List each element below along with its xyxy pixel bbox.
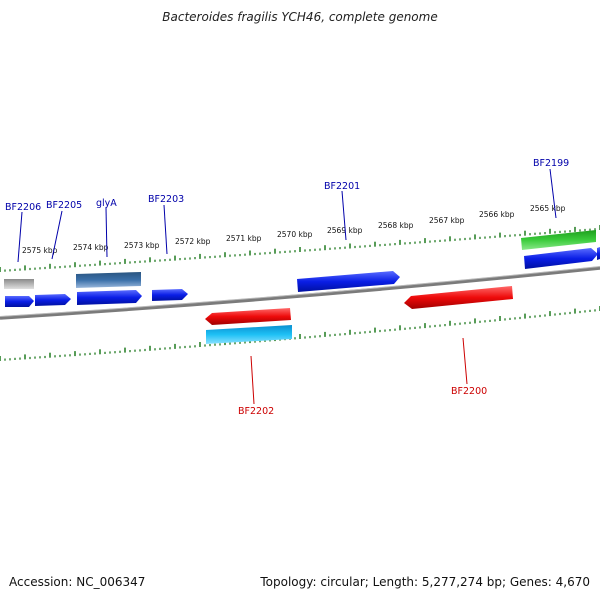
- scale-label-2573: 2573 kbp: [124, 241, 160, 250]
- inner-scale-ticks: [0, 306, 600, 361]
- label-bf2203[interactable]: BF2203: [148, 194, 184, 205]
- genome-backbone-highlight: [0, 266, 600, 317]
- gene-bf2199[interactable]: [524, 248, 598, 269]
- leader-bf2202: [250, 355, 255, 405]
- label-bf2206[interactable]: BF2206: [5, 202, 41, 213]
- label-glyA[interactable]: glyA: [96, 198, 117, 209]
- gene-bf2201[interactable]: [297, 271, 400, 292]
- genome-backbone: [0, 266, 600, 320]
- scale-label-2572: 2572 kbp: [175, 237, 211, 246]
- gene-bf2203[interactable]: [152, 289, 188, 301]
- gene-bf2206[interactable]: [5, 296, 34, 307]
- scale-label-2567: 2567 kbp: [429, 216, 465, 225]
- gene-bf2202[interactable]: [205, 308, 291, 325]
- label-bf2200[interactable]: BF2200: [451, 386, 487, 397]
- outer-scale-ticks: [0, 225, 600, 272]
- scale-labels: 2575 kbp 2574 kbp 2573 kbp 2572 kbp 2571…: [22, 204, 566, 255]
- accession-text: Accession: NC_006347: [9, 575, 146, 589]
- leader-bf2205: [51, 210, 63, 260]
- gene-labels: BF2206 BF2205 glyA BF2203 BF2201 BF2199 …: [5, 158, 569, 417]
- label-bf2201[interactable]: BF2201: [324, 181, 360, 192]
- leader-bf2201: [341, 190, 347, 241]
- gene-bf2199-green[interactable]: [521, 230, 596, 250]
- leader-bf2203: [163, 204, 168, 255]
- scale-label-2575: 2575 kbp: [22, 246, 58, 255]
- label-leaders: [17, 168, 557, 405]
- gene-bf2202-cyan[interactable]: [206, 325, 292, 344]
- reverse-genes: [205, 286, 513, 344]
- gene-bf2205[interactable]: [35, 294, 71, 306]
- gene-glyA[interactable]: [77, 290, 142, 305]
- gene-bf2200[interactable]: [404, 286, 513, 309]
- forward-genes: [4, 230, 600, 307]
- scale-label-2565: 2565 kbp: [530, 204, 566, 213]
- label-bf2199[interactable]: BF2199: [533, 158, 569, 169]
- scale-label-2574: 2574 kbp: [73, 243, 109, 252]
- scale-label-2570: 2570 kbp: [277, 230, 313, 239]
- leader-bf2199: [549, 168, 557, 219]
- map-title: Bacteroides fragilis YCH46, complete gen…: [162, 10, 438, 24]
- scale-label-2566: 2566 kbp: [479, 210, 515, 219]
- scale-label-2571: 2571 kbp: [226, 234, 262, 243]
- label-bf2202[interactable]: BF2202: [238, 406, 274, 417]
- gene-bf2206-grey[interactable]: [4, 279, 34, 289]
- leader-bf2206: [17, 211, 23, 263]
- genome-info-text: Topology: circular; Length: 5,277,274 bp…: [260, 575, 590, 589]
- label-bf2205[interactable]: BF2205: [46, 200, 82, 211]
- gene-edge-fragment[interactable]: [597, 247, 600, 260]
- gene-glyA-steel[interactable]: [76, 272, 141, 288]
- leader-glyA: [105, 207, 108, 258]
- scale-label-2568: 2568 kbp: [378, 221, 414, 230]
- leader-bf2200: [462, 337, 468, 385]
